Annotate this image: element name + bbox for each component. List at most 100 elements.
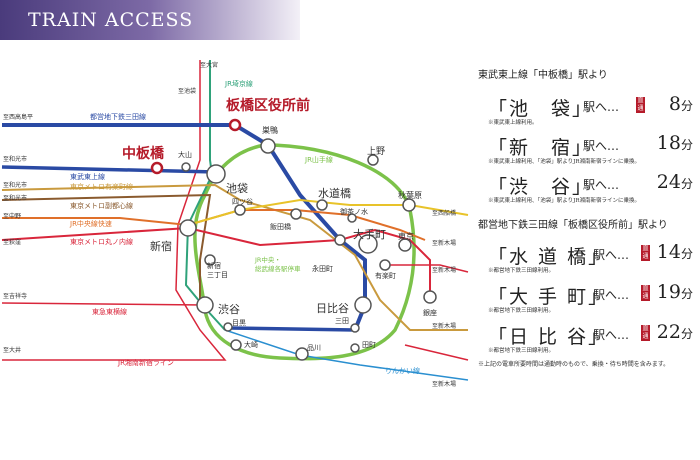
direct-badge: 直通 (641, 325, 650, 341)
route-name: 「渋 谷」 (488, 176, 594, 198)
route-suffix: 駅へ… (583, 100, 620, 114)
route-note: ※東武東上線利用。 (488, 120, 538, 126)
route-name: 「日 比 谷」 (488, 326, 610, 348)
mita-line-south (229, 326, 356, 332)
route-shinjuku: 「新 宿」 駅へ… 18分 ※東武東上線利用、「池袋」駅よりJR湘南新宿ラインに… (488, 132, 693, 167)
route-minutes: 8分 (668, 93, 693, 115)
label-tobu: 東武東上線 (70, 172, 105, 181)
label-shinagawa: 品川 (307, 344, 321, 352)
label-yurakucho: 東京メトロ有楽町線 (70, 182, 133, 191)
yurakucho-line (1, 183, 468, 331)
label-shonan: JR湘南新宿ライン (117, 358, 174, 367)
route-note: ※都営地下鉄三田線利用。 (488, 268, 555, 274)
route-suidobashi: 「水 道 橋」 駅へ… 直通 14分 ※都営地下鉄三田線利用。 (488, 241, 693, 276)
label-marunouchi: 東京メトロ丸ノ内線 (70, 237, 133, 246)
route-minutes: 24分 (656, 171, 693, 193)
label-mita: 三田 (335, 317, 349, 325)
route-note: ※東武東上線利用、「池袋」駅よりJR湘南新宿ラインに乗換。 (488, 198, 640, 204)
station-ginza (423, 290, 437, 304)
station-ochanomizu (347, 213, 357, 223)
label-ginza: 銀座 (423, 308, 437, 317)
terminus-wakoshi-3: 至和光市 (3, 194, 27, 202)
route-suffix: 駅へ… (583, 178, 620, 192)
route-name: 「新 宿」 (488, 137, 594, 159)
east-line-1 (380, 264, 469, 273)
route-name: 「水 道 橋」 (488, 246, 610, 268)
station-shibuya (196, 296, 214, 314)
direct-badge: 直通 (641, 245, 650, 261)
route-suffix: 駅へ… (593, 288, 630, 302)
label-tamachi: 田町 (362, 341, 376, 349)
toyoko-line (1, 302, 206, 306)
label-otemachi: 大手町 (353, 227, 386, 241)
fukutoshin-line (1, 193, 212, 311)
label-shinjuku-sanchome-2: 三丁目 (207, 271, 228, 279)
route-minutes: 22分 (656, 321, 693, 343)
station-ikebukuro (206, 164, 226, 184)
label-mita: 都営地下鉄三田線 (90, 112, 146, 121)
station-nagatacho (334, 234, 346, 246)
route-map: 都営地下鉄三田線 東武東上線 東京メトロ有楽町線 東京メトロ副都心線 JR中央線… (1, 60, 469, 388)
terminus-takashimadaira: 至西高島平 (3, 113, 33, 121)
route-suffix: 駅へ… (583, 139, 620, 153)
station-yurakucho (379, 259, 391, 271)
station-suidobashi (316, 199, 328, 211)
route-ikebukuro: 「池 袋」 駅へ… 直通 8分 ※東武東上線利用。 (488, 93, 693, 128)
station-sugamo (260, 138, 276, 154)
section2-title: 都営地下鉄三田線「板橋区役所前」駅より (478, 220, 668, 231)
label-yamanote: JR山手線 (304, 155, 333, 164)
label-sobu-1: JR中央・ (254, 255, 281, 264)
label-tokyo: 東京 (398, 231, 414, 241)
route-otemachi: 「大 手 町」 駅へ… 直通 19分 ※都営地下鉄三田線利用。 (488, 281, 693, 316)
label-yotsuya: 四ツ谷 (232, 197, 253, 206)
terminus-ogikubo: 至荻窪 (3, 238, 21, 246)
label-itabashi-kuyakushomae: 板橋区役所前 (226, 97, 310, 114)
station-shinjuku (179, 219, 197, 237)
label-shibuya: 渋谷 (218, 303, 240, 316)
label-rinkai: りんかい線 (385, 366, 420, 375)
label-meguro: 目黒 (232, 319, 246, 327)
label-nakaitabashi: 中板橋 (122, 145, 165, 162)
label-sugamo: 巣鴨 (262, 125, 278, 135)
label-nagatacho: 永田町 (312, 264, 333, 273)
east-line-2 (404, 344, 469, 361)
station-meguro (223, 322, 233, 332)
label-iidabashi: 飯田橋 (270, 222, 291, 231)
route-name: 「大 手 町」 (488, 286, 610, 308)
route-minutes: 19分 (656, 281, 693, 303)
terminus-ikebukuro-up: 至池袋 (178, 87, 196, 95)
label-suidobashi: 水道橋 (318, 186, 351, 200)
terminus-oi: 至大井 (3, 346, 21, 354)
section1-title: 東武東上線「中板橋」駅より (478, 70, 608, 81)
station-iidabashi (290, 208, 302, 220)
terminus-nishifunabashi: 至西船橋 (432, 209, 456, 217)
terminus-shinkiba-4: 至新木場 (432, 380, 456, 388)
rinkai-line (224, 329, 469, 381)
label-sobu-2: 総武線各駅停車 (255, 264, 301, 273)
label-shinjuku-sanchome-1: 新宿 (207, 261, 221, 270)
route-suffix: 駅へ… (593, 328, 630, 342)
access-panel: 東武東上線「中板橋」駅より 「池 袋」 駅へ… 直通 8分 ※東武東上線利用。 … (478, 60, 698, 460)
label-saikyo: JR埼京線 (224, 79, 253, 88)
tobu-line (1, 165, 217, 174)
label-shinjuku: 新宿 (150, 239, 172, 253)
route-suffix: 駅へ… (593, 248, 630, 262)
station-oyama (181, 162, 191, 172)
label-akihabara: 秋葉原 (398, 190, 422, 200)
station-hibiya (354, 296, 372, 314)
terminus-omiya: 至大宮 (200, 61, 218, 69)
marunouchi-line (1, 226, 431, 300)
label-yurakucho: 有楽町 (375, 271, 396, 280)
station-tokyo (398, 238, 412, 252)
terminus-shinkiba-1: 至新木場 (432, 239, 456, 247)
terminus-nakano: 至中野 (3, 212, 21, 220)
terminus-shinkiba-2: 至新木場 (432, 266, 456, 274)
station-mita (350, 323, 360, 333)
route-name: 「池 袋」 (488, 98, 594, 120)
station-shinagawa (295, 347, 309, 361)
terminus-kichijoji: 至吉祥寺 (3, 292, 27, 300)
station-shinjuku-sanchome (204, 254, 216, 266)
route-minutes: 14分 (656, 241, 693, 263)
page-title: TRAIN ACCESS (28, 9, 194, 31)
route-shibuya: 「渋 谷」 駅へ… 24分 ※東武東上線利用、「池袋」駅よりJR湘南新宿ラインに… (488, 171, 693, 206)
